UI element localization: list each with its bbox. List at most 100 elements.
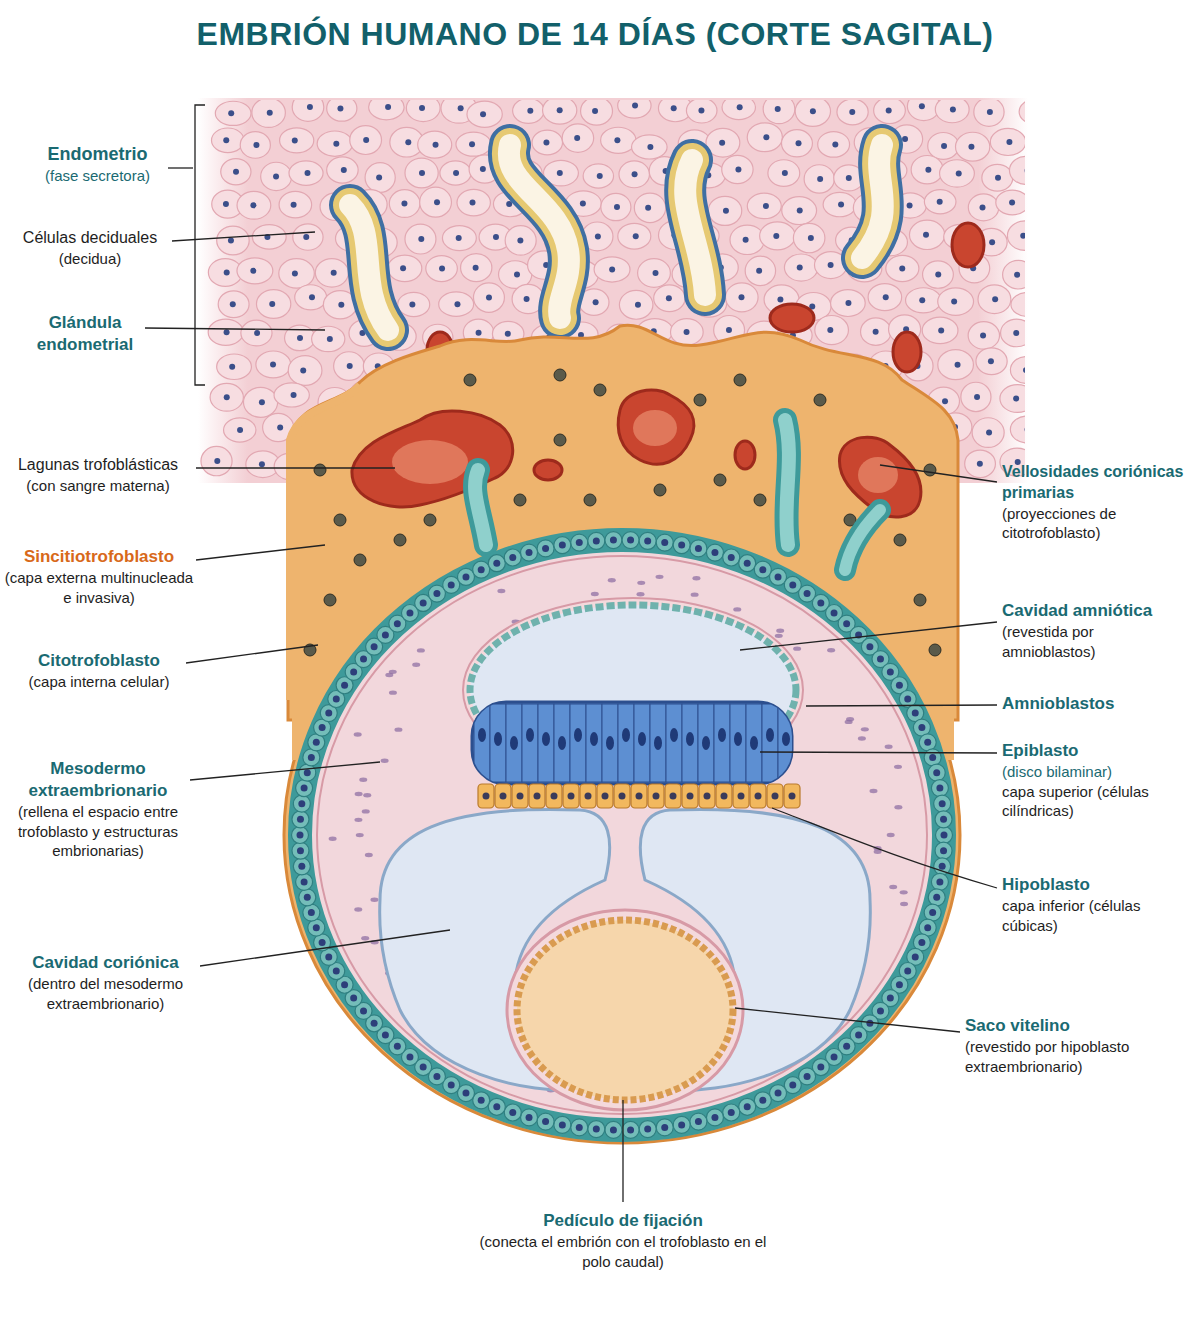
cyto-cell bbox=[292, 827, 309, 844]
villus bbox=[845, 510, 880, 570]
cell-nucleus bbox=[670, 793, 677, 800]
cell-nucleus bbox=[622, 728, 630, 742]
gland-epithelium bbox=[509, 145, 569, 318]
cell-nucleus bbox=[750, 736, 758, 750]
label-group: Mesodermo extraembrionario(rellena el es… bbox=[3, 758, 193, 861]
cell-nucleus bbox=[653, 793, 660, 800]
label-group: Citotrofoblasto(capa interna celular) bbox=[10, 650, 188, 692]
decidual-cell bbox=[215, 101, 251, 125]
part-note: (conecta el embrión con el trofoblasto e… bbox=[468, 1232, 778, 1271]
cell-nucleus bbox=[980, 204, 986, 210]
vessel bbox=[952, 223, 984, 267]
cell-nucleus bbox=[250, 202, 256, 208]
label-group: Saco vitelino(revestido por hipoblasto e… bbox=[965, 1015, 1180, 1076]
cyto-cell bbox=[521, 544, 538, 561]
hypoblast-cell bbox=[631, 784, 647, 808]
cyto-cell bbox=[723, 1104, 740, 1121]
cell-nucleus bbox=[606, 736, 614, 750]
decidual-cell bbox=[456, 132, 491, 156]
decidual-cell bbox=[292, 100, 324, 121]
decidual-cell bbox=[815, 315, 849, 344]
cell-nucleus bbox=[298, 863, 305, 870]
part-name: Vellosidades coriónicas primarias bbox=[1002, 462, 1184, 504]
syncytial-nucleus bbox=[324, 594, 336, 606]
part-note: (proyecciones de citotrofoblasto) bbox=[1002, 504, 1184, 543]
cyto-cell bbox=[770, 1085, 787, 1102]
cell-nucleus bbox=[527, 108, 533, 114]
mesoderm-cell bbox=[354, 818, 362, 822]
decidual-cell bbox=[768, 160, 800, 187]
decidual-cell bbox=[632, 135, 668, 159]
hypoblast-cell bbox=[750, 784, 766, 808]
cell-nucleus bbox=[933, 769, 940, 776]
cell-nucleus bbox=[229, 364, 235, 370]
decidual-cell bbox=[440, 161, 471, 185]
decidual-cell bbox=[974, 100, 1004, 126]
hypoblast-cell bbox=[580, 784, 596, 808]
cell-nucleus bbox=[557, 170, 563, 176]
cell-nucleus bbox=[989, 239, 995, 245]
cell-nucleus bbox=[307, 104, 313, 110]
cyto-cell bbox=[706, 544, 723, 561]
cyto-cell bbox=[739, 1098, 756, 1115]
decidual-cell bbox=[398, 292, 430, 316]
cell-nucleus bbox=[670, 728, 678, 742]
cell-nucleus bbox=[738, 294, 744, 300]
cell-nucleus bbox=[695, 545, 702, 552]
cell-nucleus bbox=[636, 793, 643, 800]
label-group: Pedículo de fijación(conecta el embrión … bbox=[468, 1210, 778, 1271]
decidual-cell bbox=[906, 288, 942, 313]
cell-nucleus bbox=[327, 336, 333, 342]
cyto-cell bbox=[588, 1121, 605, 1138]
cell-nucleus bbox=[845, 300, 851, 306]
cell-nucleus bbox=[923, 232, 929, 238]
part-note: (fase secretora) bbox=[15, 166, 180, 186]
cell-nucleus bbox=[409, 301, 415, 307]
primary-chorionic-villi bbox=[475, 420, 880, 570]
hypoblast-cell bbox=[648, 784, 664, 808]
cell-nucleus bbox=[855, 1032, 862, 1039]
cell-nucleus bbox=[337, 105, 343, 111]
cyto-cell bbox=[639, 532, 656, 549]
hypoblast-cell bbox=[529, 784, 545, 808]
mesoderm-cell bbox=[355, 792, 363, 796]
leader-line bbox=[735, 1008, 960, 1032]
cyto-cell bbox=[299, 889, 316, 906]
decidual-cell bbox=[274, 383, 309, 407]
cell-nucleus bbox=[1013, 396, 1019, 402]
decidual-cell bbox=[252, 100, 286, 127]
decidual-cell bbox=[634, 193, 665, 223]
cell-nucleus bbox=[448, 1082, 455, 1089]
cell-nucleus bbox=[476, 330, 482, 336]
decidual-cell bbox=[1010, 357, 1025, 384]
decidual-cell bbox=[686, 100, 717, 123]
part-note: (capa interna celular) bbox=[10, 672, 188, 692]
epiblast-cell bbox=[730, 704, 746, 782]
cyto-cell bbox=[919, 734, 936, 751]
cell-nucleus bbox=[493, 1103, 500, 1110]
decidual-cell bbox=[594, 257, 630, 282]
cyto-cell bbox=[504, 549, 521, 566]
decidual-cell bbox=[1000, 385, 1025, 413]
cell-nucleus bbox=[938, 327, 944, 333]
cyto-cell bbox=[935, 811, 952, 828]
cell-nucleus bbox=[743, 237, 749, 243]
cell-nucleus bbox=[873, 329, 879, 335]
decidual-cell bbox=[911, 155, 943, 183]
cell-nucleus bbox=[647, 144, 653, 150]
villus bbox=[785, 420, 789, 545]
leader-line bbox=[190, 762, 380, 780]
decidual-cell bbox=[405, 158, 438, 188]
cell-nucleus bbox=[995, 175, 1001, 181]
cell-nucleus bbox=[789, 581, 796, 588]
mesoderm-cell bbox=[775, 634, 783, 638]
part-name: Endometrio bbox=[15, 143, 180, 166]
cell-nucleus bbox=[576, 539, 583, 546]
cyto-cell bbox=[504, 1104, 521, 1121]
cell-nucleus bbox=[493, 560, 500, 567]
cell-nucleus bbox=[645, 205, 651, 211]
cell-nucleus bbox=[610, 537, 617, 544]
cell-nucleus bbox=[230, 301, 236, 307]
cyto-cell bbox=[673, 537, 690, 554]
